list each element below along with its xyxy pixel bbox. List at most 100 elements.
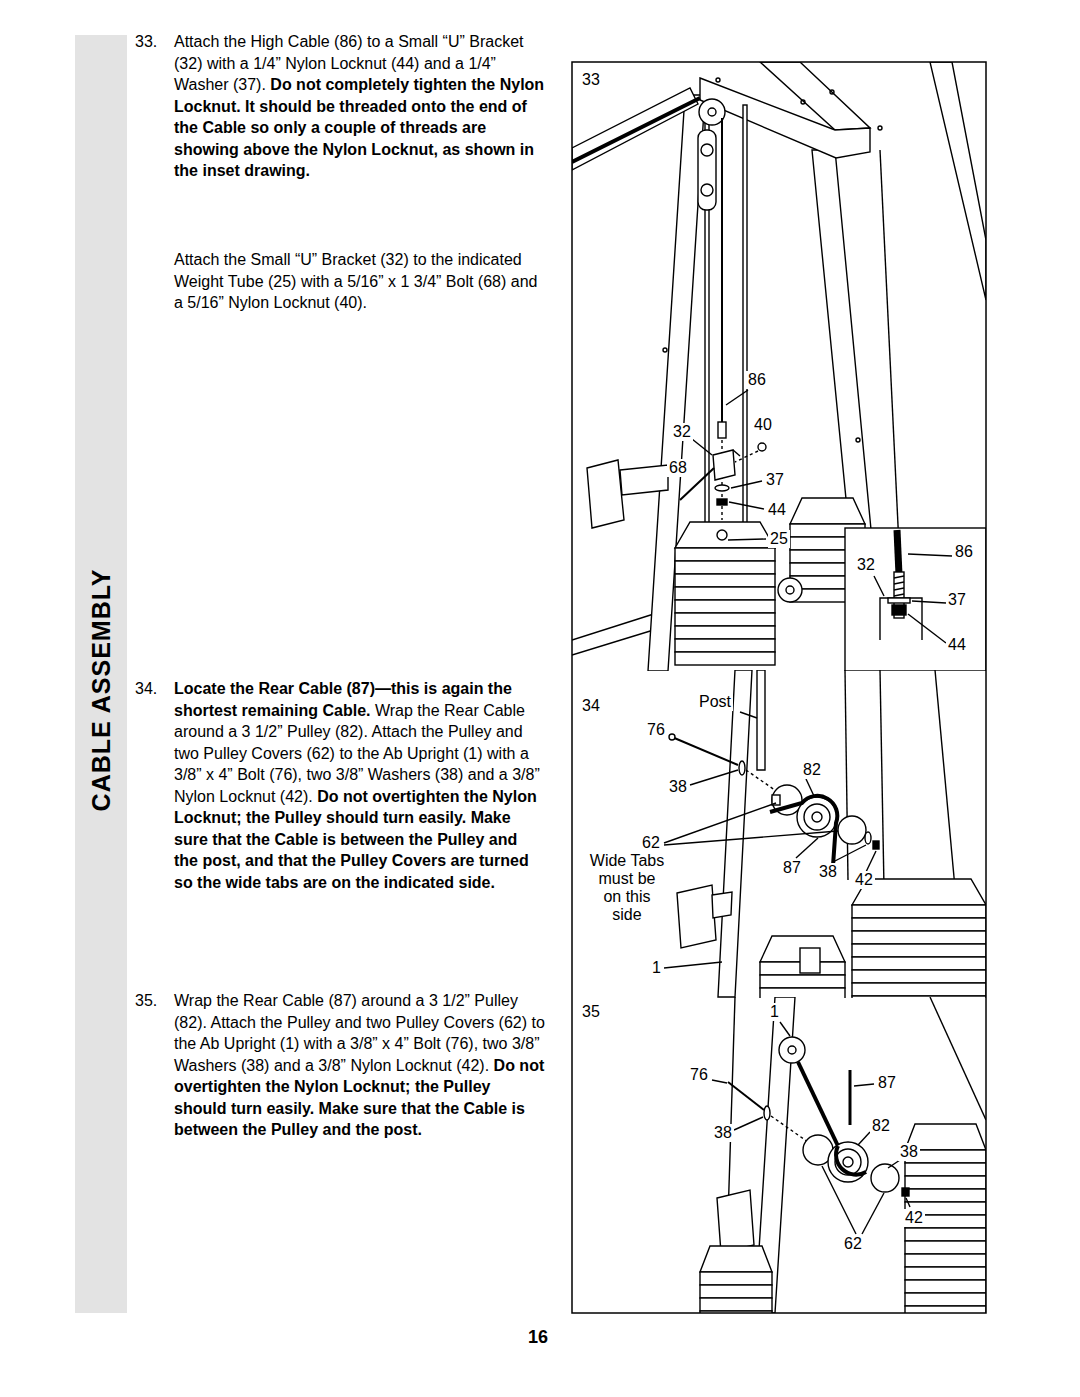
step-35-drawing — [788, 1046, 796, 1054]
weight-stack — [675, 498, 865, 665]
weight-stack — [852, 996, 986, 998]
step-34-drawing — [833, 845, 866, 862]
callout-number: 42 — [853, 871, 875, 889]
step-34-drawing — [865, 832, 871, 844]
step-33-drawing — [894, 576, 904, 578]
step-34-drawing — [718, 670, 752, 997]
weight-stack — [790, 498, 865, 524]
step-number: 33 — [580, 71, 602, 89]
step-33-drawing — [812, 150, 872, 540]
step-33-drawing — [700, 78, 870, 158]
section-title: CABLE ASSEMBLY — [87, 569, 115, 812]
callout-number: 38 — [667, 778, 689, 796]
callout-number: 25 — [768, 530, 790, 548]
step-33-drawing — [701, 144, 713, 156]
step-35-drawing — [902, 1188, 909, 1196]
step-33-drawing — [587, 460, 624, 528]
step-35-drawing — [717, 1190, 754, 1253]
step-34-drawing — [800, 948, 820, 973]
weight-stack — [675, 600, 775, 613]
step-34-drawing — [690, 770, 738, 785]
weight-stack — [905, 1254, 986, 1267]
callout-number: 76 — [645, 721, 667, 739]
step-33-drawing — [717, 499, 727, 505]
page-number: 16 — [526, 1328, 550, 1346]
callout-number: 82 — [801, 761, 823, 779]
callout-number: 62 — [842, 1235, 864, 1253]
weight-stack — [852, 970, 986, 983]
figure-panel: 35 — [572, 997, 986, 1313]
callout-number: 44 — [946, 636, 968, 654]
step-35-drawing — [712, 1080, 727, 1083]
step-35-drawing — [828, 1142, 868, 1182]
step-34-drawing — [804, 804, 830, 830]
weight-stack — [700, 1124, 986, 1313]
weight-stack — [675, 587, 775, 600]
instruction-step: 35.Wrap the Rear Cable (87) around a 3 1… — [135, 990, 545, 1141]
instruction-text: Attach the Small “U” Bracket (32) to the… — [174, 251, 537, 311]
step-34-drawing — [712, 892, 732, 918]
instruction-step: Attach the Small “U” Bracket (32) to the… — [135, 249, 545, 314]
step-33-drawing — [733, 450, 740, 456]
step-34-drawing — [664, 670, 986, 998]
callout-number: 86 — [953, 543, 975, 561]
step-33-drawing — [758, 443, 766, 451]
weight-stack — [675, 574, 775, 587]
step-33-drawing — [743, 105, 747, 525]
step-33-drawing — [729, 502, 764, 509]
callout-number: 87 — [876, 1074, 898, 1092]
callout-number: 62 — [640, 834, 662, 852]
step-33-drawing — [894, 594, 904, 596]
step-33-drawing — [908, 554, 952, 556]
step-35-drawing — [906, 1198, 910, 1207]
callout-number: 44 — [766, 501, 788, 519]
step-34-drawing — [677, 885, 716, 948]
step-35-drawing — [822, 1166, 856, 1234]
step-33-drawing — [572, 62, 986, 671]
step-35-drawing — [871, 1164, 899, 1192]
weight-stack — [905, 1306, 986, 1313]
weight-stack — [852, 944, 986, 957]
step-35-drawing — [849, 1070, 852, 1125]
callout-number: 32 — [671, 423, 693, 441]
step-35-drawing — [858, 1132, 870, 1145]
step-33-drawing — [713, 450, 735, 480]
step-33-drawing — [894, 588, 904, 590]
weight-stack — [905, 1293, 986, 1306]
step-33-drawing — [874, 576, 884, 596]
callout-number: 82 — [870, 1117, 892, 1135]
callout-number: 37 — [764, 471, 786, 489]
note-text: Wide Tabs must be on this side — [586, 852, 668, 924]
step-35-drawing — [779, 1037, 805, 1063]
step-35-drawing — [862, 1193, 884, 1234]
step-35-drawing — [728, 1082, 764, 1110]
step-34-drawing — [796, 838, 818, 858]
step-33-drawing — [718, 422, 726, 438]
weight-stack — [852, 931, 986, 944]
step-34-drawing — [669, 734, 675, 740]
step-33-drawing — [716, 78, 720, 82]
step-33-drawing — [830, 90, 834, 94]
step-33-drawing — [845, 528, 986, 671]
weight-stack — [905, 1189, 986, 1202]
step-33-drawing — [912, 601, 946, 603]
callout-number: 1 — [650, 959, 663, 977]
callout-number: 37 — [946, 591, 968, 609]
step-35-drawing — [734, 1117, 763, 1130]
step-34-drawing — [838, 816, 866, 844]
step-33-drawing — [572, 628, 660, 655]
step-33-drawing — [572, 98, 700, 162]
weight-stack — [905, 1280, 986, 1293]
step-33-drawing — [908, 614, 946, 643]
step-34-drawing — [866, 851, 876, 872]
step-33-drawing — [801, 100, 805, 104]
callout-number: 87 — [781, 859, 803, 877]
weight-stack — [852, 983, 986, 996]
weight-stack — [760, 879, 986, 998]
step-number: 35. — [135, 990, 174, 1012]
weight-stack — [700, 1298, 772, 1311]
weight-stack — [675, 522, 775, 548]
callout-number: 38 — [712, 1124, 734, 1142]
step-34-drawing — [845, 670, 848, 880]
